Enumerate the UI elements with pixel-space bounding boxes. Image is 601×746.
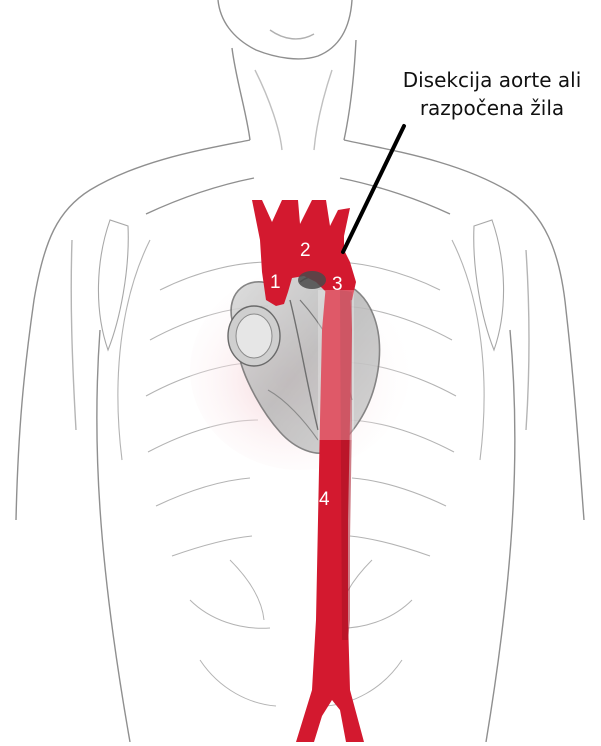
- aorta: [252, 200, 364, 742]
- callout-line: [343, 126, 404, 252]
- segment-label-2: 2: [300, 240, 311, 261]
- dissection-overlay: [318, 290, 354, 440]
- segment-label-3: 3: [332, 274, 343, 295]
- aortic-root: [298, 271, 326, 289]
- segment-label-4: 4: [319, 489, 330, 510]
- callout-line-2: razpočena žila: [392, 94, 592, 122]
- callout-line-1: Disekcija aorte ali: [392, 66, 592, 94]
- callout-label: Disekcija aorte ali razpočena žila: [392, 66, 592, 122]
- segment-label-1: 1: [270, 272, 281, 293]
- abdomen-sketch: [190, 560, 412, 706]
